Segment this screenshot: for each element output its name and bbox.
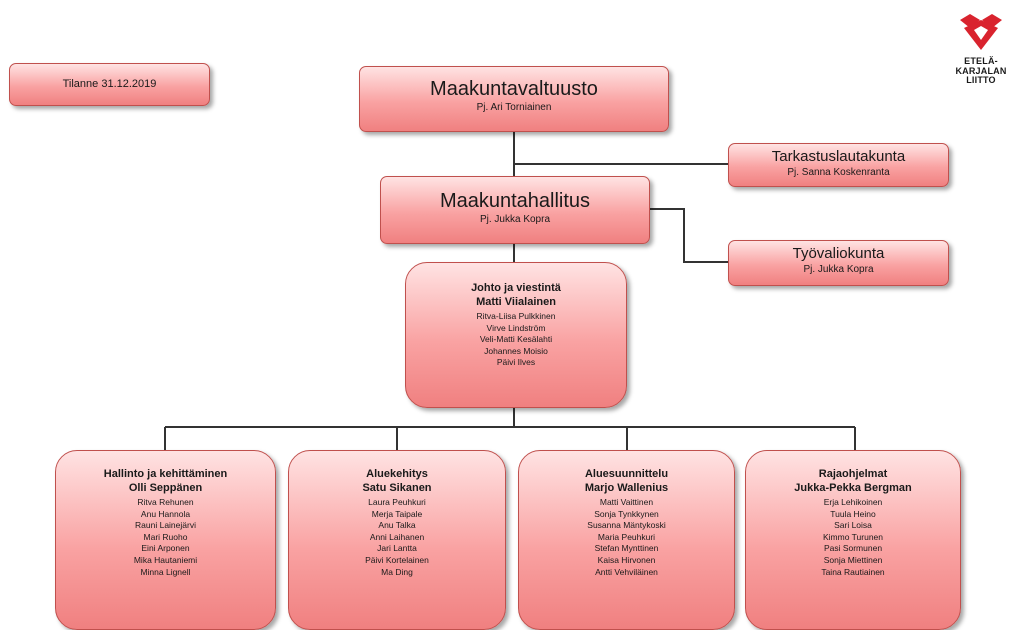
- staff-member: Mika Hautaniemi: [133, 554, 198, 565]
- staff-member: Kimmo Turunen: [823, 531, 883, 542]
- board-chair: Pj. Jukka Kopra: [479, 214, 551, 225]
- department-members: Ritva Rehunen Anu Hannola Rauni Lainejär…: [56, 497, 275, 578]
- management-head: Matti Viialainen: [476, 296, 556, 308]
- management-title: Johto ja viestintä: [471, 282, 561, 294]
- staff-member: Susanna Mäntykoski: [587, 520, 666, 531]
- audit-committee-box: Tarkastuslautakunta Pj. Sanna Koskenrant…: [728, 143, 949, 187]
- status-date-label: Tilanne 31.12.2019: [62, 78, 157, 90]
- department-head: Jukka-Pekka Bergman: [794, 482, 912, 494]
- department-box-regional-planning: Aluesuunnittelu Marjo Wallenius Matti Va…: [518, 450, 735, 630]
- staff-member: Ma Ding: [381, 566, 413, 577]
- staff-member: Maria Peuhkuri: [597, 531, 656, 542]
- management-box: Johto ja viestintä Matti Viialainen Ritv…: [405, 262, 627, 408]
- staff-member: Laura Peuhkuri: [368, 497, 426, 507]
- staff-member: Anu Hannola: [140, 508, 191, 519]
- department-title: Aluekehitys: [366, 468, 428, 480]
- staff-member: Antti Vehviläinen: [595, 566, 658, 577]
- audit-committee-title: Tarkastuslautakunta: [771, 148, 906, 165]
- department-head: Marjo Wallenius: [584, 482, 669, 494]
- department-head: Olli Seppänen: [128, 482, 203, 494]
- department-title: Rajaohjelmat: [818, 468, 888, 480]
- staff-member: Kaisa Hirvonen: [597, 554, 656, 565]
- staff-member: Eini Arponen: [141, 543, 190, 554]
- staff-member: Veli-Matti Kesälahti: [479, 334, 553, 345]
- council-title: Maakuntavaltuusto: [430, 78, 598, 100]
- staff-member: Merja Taipale: [371, 508, 423, 519]
- management-members: Ritva-Liisa Pulkkinen Virve Lindström Ve…: [406, 311, 626, 369]
- staff-member: Ritva-Liisa Pulkkinen: [476, 311, 556, 321]
- department-title: Aluesuunnittelu: [584, 468, 669, 480]
- staff-member: Virve Lindström: [486, 322, 546, 333]
- council-box: Maakuntavaltuusto Pj. Ari Torniainen: [359, 66, 669, 132]
- executive-committee-chair: Pj. Jukka Kopra: [803, 264, 874, 275]
- board-box: Maakuntahallitus Pj. Jukka Kopra: [380, 176, 650, 244]
- staff-member: Taina Rautiainen: [821, 566, 885, 577]
- logo-text-line3: LIITTO: [966, 75, 996, 85]
- executive-committee-box: Työvaliokunta Pj. Jukka Kopra: [728, 240, 949, 286]
- staff-member: Sari Loisa: [834, 520, 872, 531]
- department-members: Laura Peuhkuri Merja Taipale Anu Talka A…: [289, 497, 505, 578]
- department-members: Matti Vaittinen Sonja Tynkkynen Susanna …: [519, 497, 734, 578]
- logo-text-line1: ETELÄ-: [964, 56, 998, 66]
- staff-member: Mari Ruoho: [143, 531, 188, 542]
- department-members: Erja Lehikoinen Tuula Heino Sari Loisa K…: [746, 497, 960, 578]
- connector-board-executive: [650, 208, 728, 263]
- department-head: Satu Sikanen: [362, 482, 432, 494]
- council-chair: Pj. Ari Torniainen: [476, 102, 552, 113]
- department-box-administration: Hallinto ja kehittäminen Olli Seppänen R…: [55, 450, 276, 630]
- staff-member: Ritva Rehunen: [137, 497, 194, 507]
- staff-member: Erja Lehikoinen: [823, 497, 883, 507]
- staff-member: Minna Lignell: [140, 566, 191, 577]
- organization-logo: ETELÄ- KARJALAN LIITTO: [950, 12, 1012, 86]
- staff-member: Päivi Ilves: [496, 357, 536, 368]
- logo-mark-icon: [960, 14, 1002, 50]
- staff-member: Sonja Miettinen: [823, 554, 883, 565]
- logo-text-line2: KARJALAN: [955, 65, 1007, 76]
- department-box-border-programmes: Rajaohjelmat Jukka-Pekka Bergman Erja Le…: [745, 450, 961, 630]
- staff-member: Anu Talka: [378, 520, 416, 531]
- staff-member: Rauni Lainejärvi: [135, 520, 196, 531]
- staff-member: Anni Laihanen: [369, 531, 425, 542]
- staff-member: Matti Vaittinen: [599, 497, 654, 507]
- staff-member: Sonja Tynkkynen: [594, 508, 659, 519]
- staff-member: Jari Lantta: [377, 543, 417, 554]
- staff-member: Tuula Heino: [830, 508, 876, 519]
- staff-member: Päivi Kortelainen: [365, 554, 429, 565]
- executive-committee-title: Työvaliokunta: [792, 245, 885, 262]
- department-box-regional-development: Aluekehitys Satu Sikanen Laura Peuhkuri …: [288, 450, 506, 630]
- staff-member: Stefan Mynttinen: [594, 543, 659, 554]
- status-date-box: Tilanne 31.12.2019: [9, 63, 210, 106]
- board-title: Maakuntahallitus: [439, 190, 591, 212]
- department-title: Hallinto ja kehittäminen: [103, 468, 228, 480]
- staff-member: Johannes Moisio: [484, 345, 548, 356]
- audit-committee-chair: Pj. Sanna Koskenranta: [787, 167, 890, 178]
- staff-member: Pasi Sormunen: [823, 543, 883, 554]
